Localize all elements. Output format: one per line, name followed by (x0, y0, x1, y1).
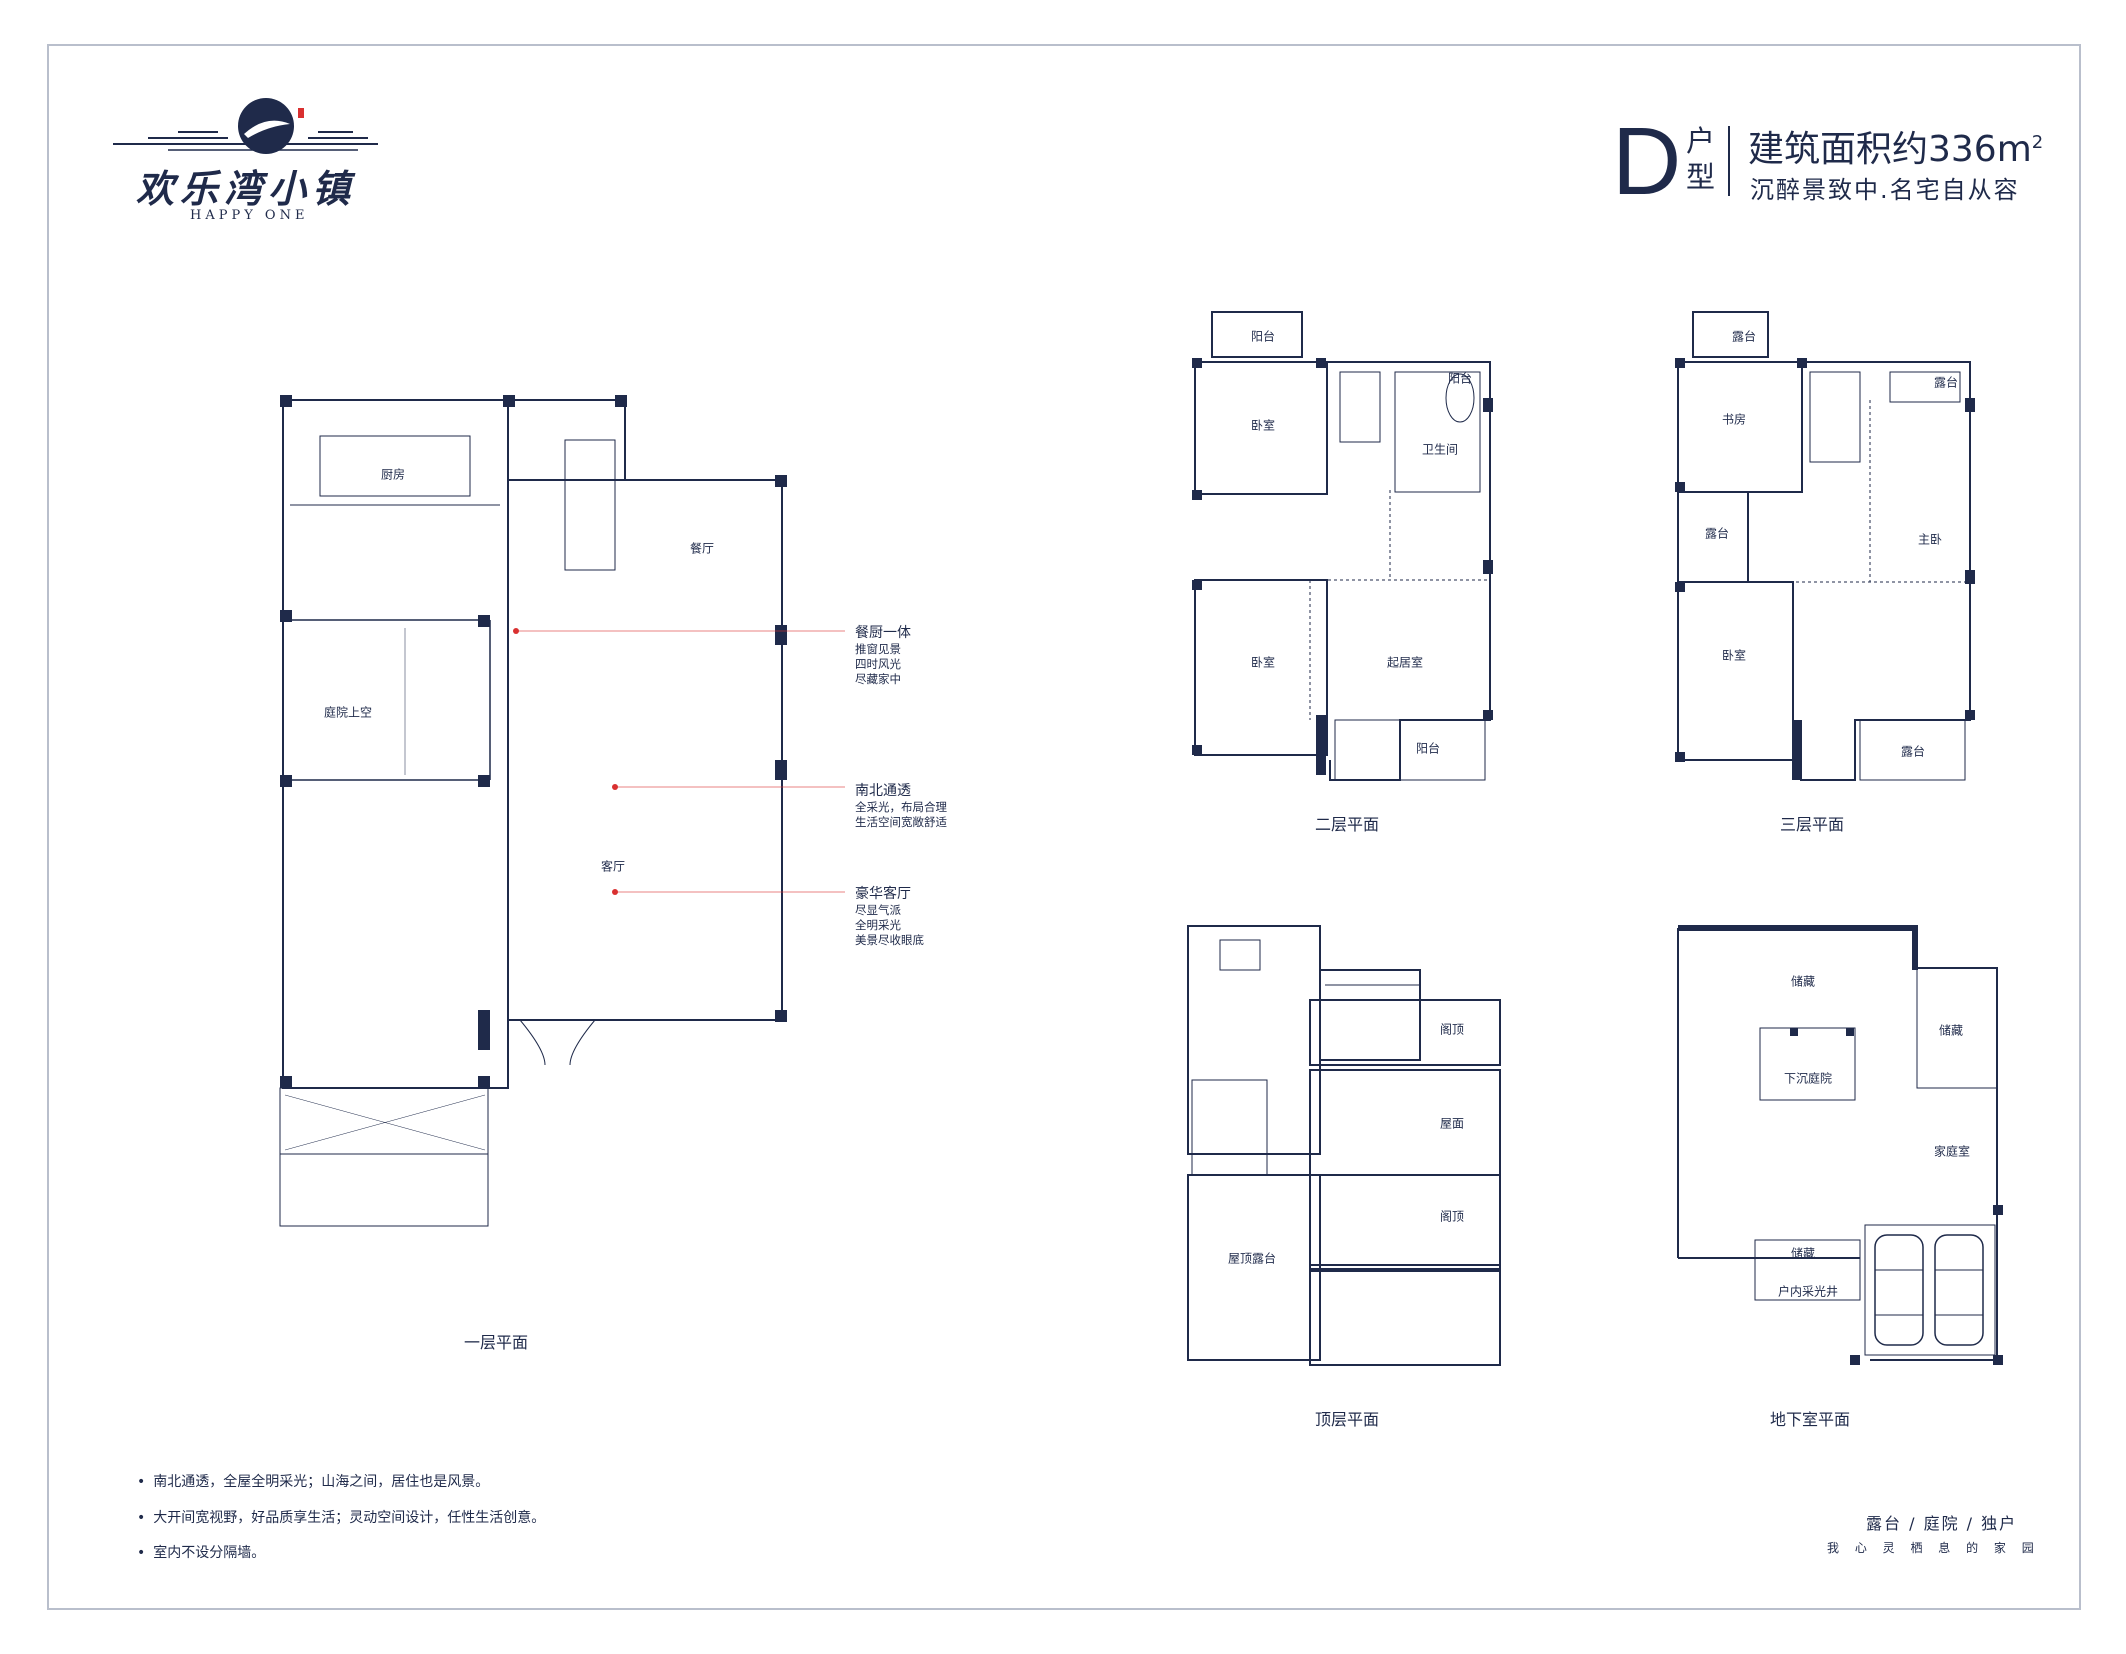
room-terrace: 露台 (1704, 526, 1730, 541)
area-sup: 2 (2031, 132, 2044, 153)
room-balcony: 阳台 (1447, 371, 1473, 386)
caption-basement: 地下室平面 (1769, 1410, 1851, 1429)
room-storage: 储藏 (1938, 1023, 1964, 1038)
room-lightwell: 户内采光井 (1777, 1284, 1839, 1299)
brand-name: 欢乐湾小镇 (136, 166, 357, 211)
room-bedroom: 卧室 (1721, 648, 1747, 663)
room-master-bedroom: 主卧 (1917, 532, 1943, 547)
caption-top-floor: 顶层平面 (1314, 1410, 1380, 1429)
callout-leaders (516, 630, 845, 893)
room-bedroom: 卧室 (1250, 655, 1276, 670)
footer-tagline: 我 心 灵 栖 息 的 家 园 (1827, 1541, 2040, 1555)
room-storage: 储藏 (1790, 1246, 1816, 1261)
room-courtyard-void: 庭院上空 (323, 705, 373, 720)
callout-north-south: 南北通透 全采光，布局合理 生活空间宽敞舒适 (855, 780, 947, 830)
room-balcony: 阳台 (1250, 329, 1276, 344)
room-roof: 屋面 (1439, 1116, 1465, 1131)
callout-luxury-living: 豪华客厅 尽显气派 全明采光 美景尽收眼底 (855, 883, 924, 948)
room-family: 家庭室 (1933, 1144, 1971, 1159)
callout-line: 尽显气派 (855, 903, 901, 917)
room-terrace: 露台 (1900, 744, 1926, 759)
callout-line: 四时风光 (855, 657, 901, 671)
room-storage: 储藏 (1790, 974, 1816, 989)
callout-line: 生活空间宽敞舒适 (855, 815, 947, 829)
page-frame (47, 44, 2081, 1610)
slogan: 沉醉景致中.名宅自从容 (1750, 176, 2020, 204)
area-label: 建筑面积约336m2 (1748, 120, 2043, 172)
ground-floor-plan (279, 399, 783, 1227)
room-living: 客厅 (600, 859, 626, 874)
second-floor-plan (1194, 311, 1491, 781)
room-study: 书房 (1721, 412, 1747, 427)
room-kitchen: 厨房 (380, 467, 406, 482)
callout-line: 全采光，布局合理 (855, 800, 947, 814)
third-floor-plan (1677, 311, 1971, 781)
room-dining: 餐厅 (689, 541, 715, 556)
brand-subtitle: HAPPY ONE (190, 208, 309, 223)
room-attic-roof: 阁顶 (1439, 1209, 1465, 1224)
logo: 欢乐湾小镇 HAPPY ONE (108, 96, 388, 226)
callout-line: 尽藏家中 (855, 672, 901, 686)
caption-second-floor: 二层平面 (1314, 815, 1380, 834)
callout-kitchen-dining: 餐厨一体 推窗见景 四时风光 尽藏家中 (855, 622, 911, 687)
top-floor-plan (1187, 925, 1501, 1366)
callout-title: 南北通透 (855, 783, 911, 799)
callout-title: 豪华客厅 (855, 886, 911, 902)
unit-type-char2: 型 (1686, 160, 1716, 194)
unit-type-char1: 户 (1686, 124, 1716, 158)
note-item: 室内不设分隔墙。 (137, 1542, 265, 1562)
room-sunken-courtyard: 下沉庭院 (1783, 1071, 1833, 1086)
callout-title: 餐厨一体 (855, 625, 911, 641)
callout-line: 全明采光 (855, 918, 901, 932)
room-terrace: 露台 (1933, 375, 1959, 390)
callout-line: 美景尽收眼底 (855, 933, 924, 947)
room-bathroom: 卫生间 (1421, 442, 1459, 457)
callout-line: 推窗见景 (855, 642, 901, 656)
room-bedroom: 卧室 (1250, 418, 1276, 433)
caption-third-floor: 三层平面 (1779, 815, 1845, 834)
unit-letter: D (1612, 108, 1682, 215)
room-family: 起居室 (1386, 655, 1424, 670)
area-text: 建筑面积约336m (1748, 129, 2032, 170)
footer-tags: 露台 / 庭院 / 独户 (1866, 1514, 2018, 1533)
room-balcony: 阳台 (1415, 741, 1441, 756)
note-item: 大开间宽视野，好品质享生活；灵动空间设计，任性生活创意。 (137, 1507, 545, 1527)
caption-ground-floor: 一层平面 (463, 1333, 529, 1352)
room-attic-roof: 阁顶 (1439, 1022, 1465, 1037)
room-roof-terrace: 屋顶露台 (1227, 1251, 1277, 1266)
logo-emblem-icon (113, 98, 378, 154)
note-item: 南北通透，全屋全明采光；山海之间，居住也是风景。 (137, 1471, 489, 1491)
header-divider (1728, 126, 1730, 196)
room-terrace: 露台 (1731, 329, 1757, 344)
